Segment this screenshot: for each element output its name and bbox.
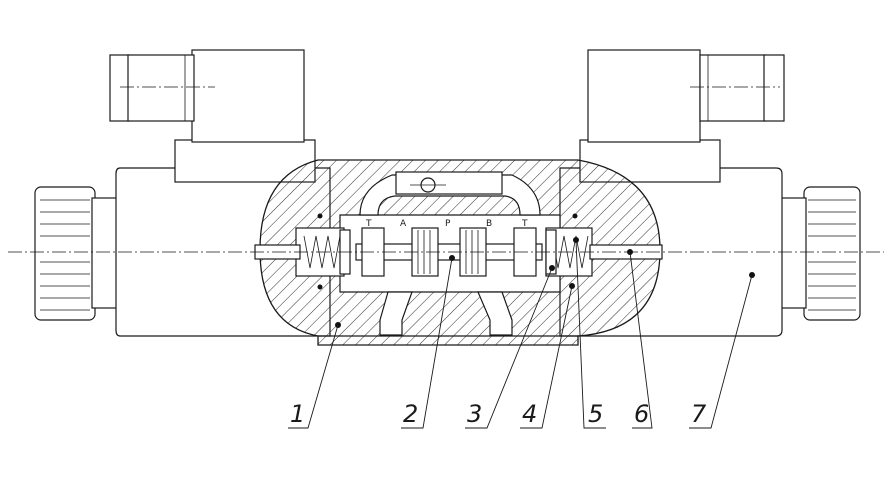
callout-2: 2 <box>401 255 455 429</box>
port-label-b: B <box>486 219 492 229</box>
callout-7: 7 <box>689 272 755 429</box>
port-label-p: P <box>445 219 451 229</box>
callout-label-3: 3 <box>467 400 482 428</box>
callout-1: 1 <box>288 322 341 429</box>
callout-4: 4 <box>520 283 575 429</box>
callout-label-5: 5 <box>588 400 603 428</box>
callouts: 1 2 3 4 5 6 7 <box>288 237 755 429</box>
callout-label-2: 2 <box>403 400 418 428</box>
callout-label-7: 7 <box>691 400 707 428</box>
port-label-a: A <box>400 219 407 229</box>
seal-points <box>317 213 578 290</box>
callout-3: 3 <box>465 265 555 429</box>
port-labels: T A P B T <box>365 219 528 229</box>
port-label-t-right: T <box>521 219 528 229</box>
callout-label-4: 4 <box>522 400 537 428</box>
callout-label-1: 1 <box>290 400 305 428</box>
callout-label-6: 6 <box>634 400 649 428</box>
callout-6: 6 <box>627 249 653 429</box>
callout-5: 5 <box>573 237 606 429</box>
port-label-t-left: T <box>365 219 372 229</box>
